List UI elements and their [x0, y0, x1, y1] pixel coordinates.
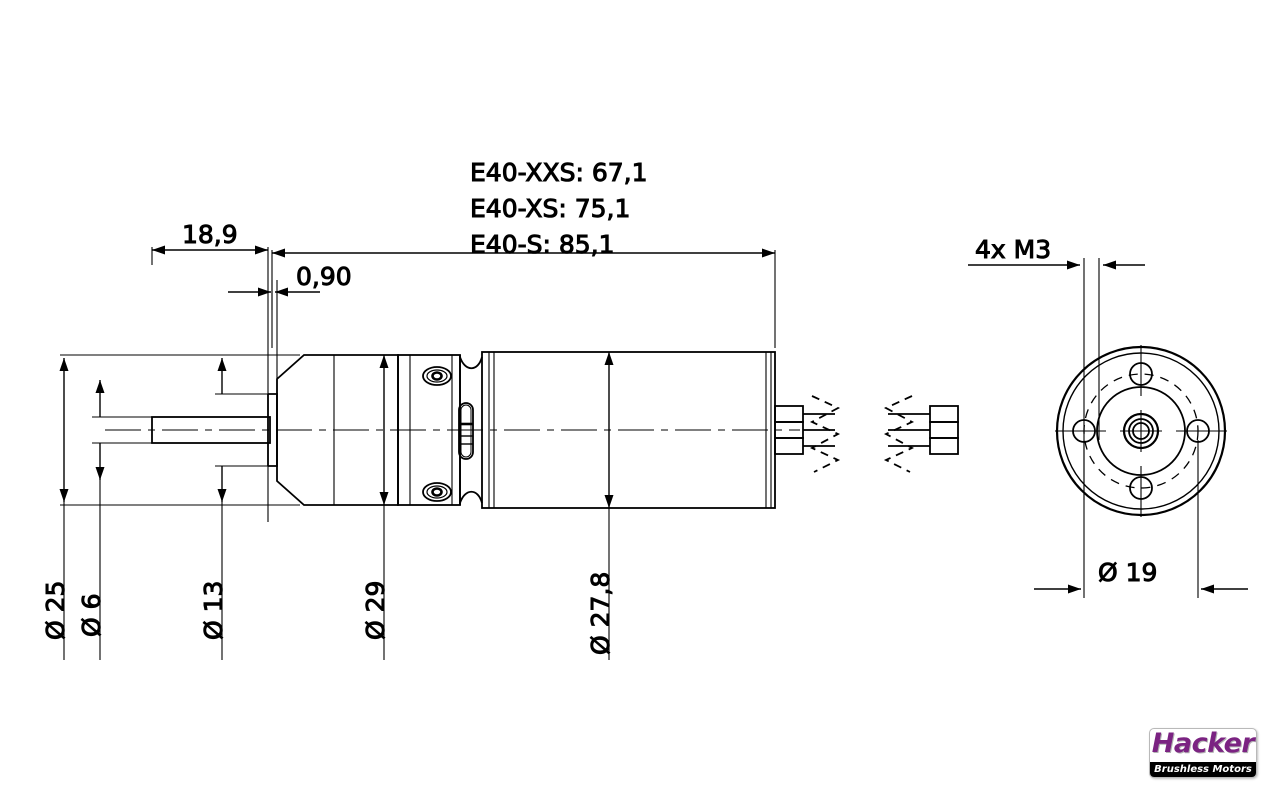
bolt-circle-dimension	[1034, 440, 1248, 598]
motor-can-endcap-lines	[488, 352, 772, 508]
end-view	[1055, 345, 1227, 517]
bolt-circle-value: Ø 19	[1098, 558, 1157, 587]
shaft-diameter-dimension	[92, 380, 190, 660]
hacker-logo: Hacker Brushless Motors	[1149, 728, 1257, 778]
clamp-ring	[459, 355, 483, 505]
shaft-boss-diameter-dimension	[215, 358, 272, 660]
thread-note-value: 4x M3	[975, 235, 1051, 264]
gearbox-diameter-value: Ø 29	[361, 581, 390, 640]
shaft-length-dimension	[151, 245, 269, 522]
title-line-1: E40-XXS: 67,1	[470, 158, 648, 187]
motor-wires	[774, 405, 835, 455]
motor-can-diameter-value: Ø 27,8	[586, 572, 615, 655]
clamp-screw-bottom	[422, 482, 452, 502]
wire-break-symbol-right	[883, 395, 915, 473]
wire-break-symbol-left	[809, 395, 841, 473]
title-line-3: E40-S: 85,1	[470, 230, 615, 259]
shoulder-thickness-value: 0,90	[296, 262, 352, 291]
shoulder-thickness-dimension	[228, 280, 320, 395]
clamp-screw-top	[422, 366, 452, 386]
shaft-boss-diameter-value: Ø 13	[199, 581, 228, 640]
hacker-logo-tagline: Brushless Motors	[1154, 764, 1252, 775]
shaft-diameter-value: Ø 6	[77, 593, 106, 637]
shaft-length-value: 18,9	[182, 220, 238, 249]
motor-wires-continued	[888, 405, 959, 455]
hacker-logo-brand: Hacker	[1151, 728, 1255, 759]
flange-outer-diameter-value: Ø 25	[41, 581, 70, 640]
gearbox-barrel-detail-lines	[333, 355, 453, 505]
output-shaft	[151, 416, 271, 444]
hacker-logo-bar: Brushless Motors	[1150, 762, 1256, 777]
housing-slot	[458, 402, 474, 460]
end-view-centerlines	[1055, 345, 1227, 517]
title-line-2: E40-XS: 75,1	[470, 194, 630, 223]
